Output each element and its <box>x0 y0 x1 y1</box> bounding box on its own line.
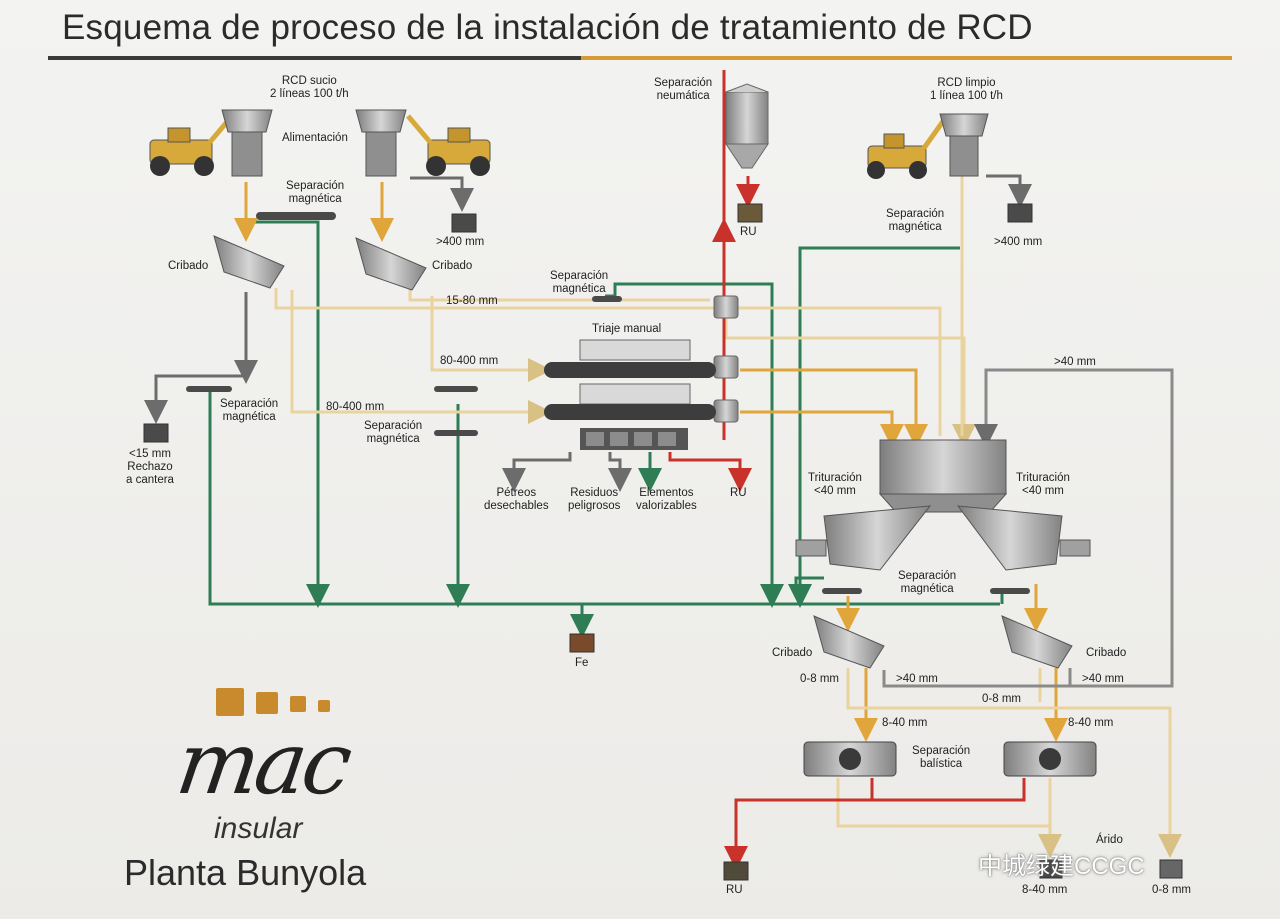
label-trituracion-left: Trituración<40 mm <box>808 472 862 497</box>
screen-low-right <box>1001 615 1073 669</box>
material-flow-lines <box>234 176 1182 858</box>
feed-hopper-clean <box>939 113 989 177</box>
ballistic-separator-left <box>803 741 897 777</box>
label-80-400-b: 80-400 mm <box>326 401 385 413</box>
label-15-80: 15-80 mm <box>446 295 498 307</box>
loader-left <box>149 114 234 176</box>
watermark: 中城绿建CCGC <box>978 853 1145 880</box>
label-0-8-a: 0-8 mm <box>800 673 839 685</box>
output-piles <box>143 203 1183 881</box>
label-cribado-low-left: Cribado <box>772 647 813 659</box>
label-over400-right: >400 mm <box>994 236 1043 248</box>
label-8-40-b: 8-40 mm <box>1068 717 1114 729</box>
label-fe: Fe <box>575 657 589 669</box>
manual-sorting-station <box>544 339 716 450</box>
label-cribado-low-right: Cribado <box>1086 647 1127 659</box>
label-ru-bottom: RU <box>726 884 743 896</box>
feed-hopper-1 <box>221 109 273 177</box>
crusher-left <box>795 505 932 571</box>
loader-right <box>406 114 491 176</box>
logo-brand: mac <box>170 714 355 814</box>
logo-subtitle: insular <box>214 812 303 845</box>
screen-left <box>213 235 285 289</box>
crusher-bins <box>878 439 1008 513</box>
screen-low-left <box>813 615 885 669</box>
feed-hopper-2 <box>355 109 407 177</box>
label-cribado-mid: Cribado <box>432 260 473 272</box>
label-over400-left: >400 mm <box>436 236 485 248</box>
diagram-title: Esquema de proceso de la instalación de … <box>62 8 1033 47</box>
reject-flow-lines <box>144 174 1174 688</box>
ru-flow-lines <box>668 70 1026 870</box>
label-triaje: Triaje manual <box>592 323 662 335</box>
air-classifier-nodes <box>713 295 739 423</box>
ballistic-separator-right <box>1003 741 1097 777</box>
label-ru-top: RU <box>740 226 757 238</box>
title-underline <box>48 56 1232 60</box>
label-0-8-b: 0-8 mm <box>982 693 1021 705</box>
loader-clean <box>867 118 947 179</box>
label-over40-b: >40 mm <box>1082 673 1124 685</box>
label-ru-mid: RU <box>730 487 747 499</box>
screen-mid <box>355 237 427 291</box>
label-alimentacion: Alimentación <box>282 132 348 144</box>
label-over40-a: >40 mm <box>896 673 938 685</box>
label-cribado-left: Cribado <box>168 260 209 272</box>
label-80-400-a: 80-400 mm <box>440 355 499 367</box>
label-trituracion-right: Trituración<40 mm <box>1016 472 1070 497</box>
label-out-0-8: 0-8 mm <box>1152 884 1191 896</box>
label-arido: Árido <box>1096 834 1123 846</box>
label-out-8-40: 8-40 mm <box>1022 884 1068 896</box>
pneumatic-silo <box>725 83 769 169</box>
plant-name: Planta Bunyola <box>124 852 367 893</box>
label-8-40-a: 8-40 mm <box>882 717 928 729</box>
label-over40-top: >40 mm <box>1054 356 1096 368</box>
magnetic-separators <box>186 212 1030 594</box>
crusher-right <box>956 505 1091 571</box>
